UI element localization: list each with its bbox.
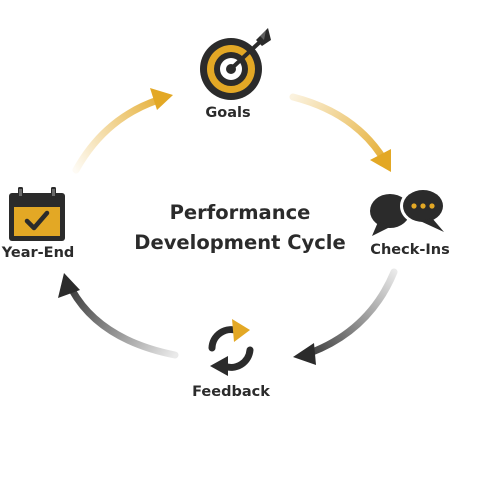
arrow-checkins-to-feedback xyxy=(293,268,398,365)
title-line-1: Performance xyxy=(169,201,311,224)
refresh-cycle-icon xyxy=(208,319,254,376)
diagram-title: Performance Development Cycle xyxy=(134,198,345,258)
title-line-2: Development Cycle xyxy=(134,231,346,254)
arrow-feedback-to-yearend xyxy=(58,273,179,359)
stage-label-feedback: Feedback xyxy=(192,384,270,400)
stage-label-check-ins: Check-Ins xyxy=(370,242,450,258)
target-icon xyxy=(200,28,271,100)
stage-label-goals: Goals xyxy=(205,105,251,121)
calendar-check-icon xyxy=(9,187,65,241)
stage-label-year-end: Year-End xyxy=(1,245,75,261)
chat-bubbles-icon xyxy=(370,187,446,236)
arrow-yearend-to-goals xyxy=(72,88,173,174)
arrow-goals-to-checkins xyxy=(289,93,391,172)
